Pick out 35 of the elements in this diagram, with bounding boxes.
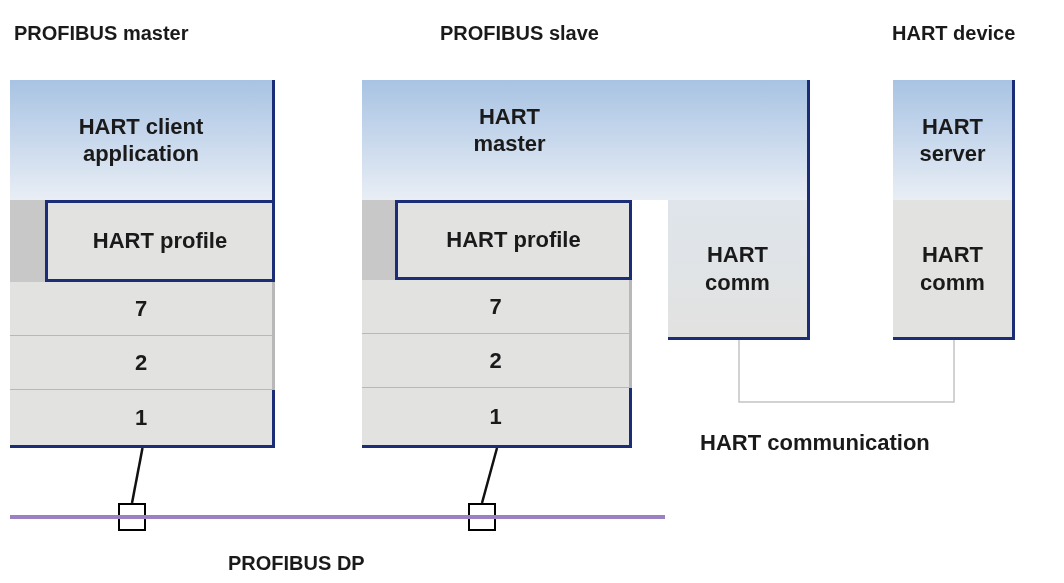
layer-label: HART server xyxy=(918,112,987,168)
heading-label: HART device xyxy=(892,21,1016,46)
layer-label: HART comm xyxy=(919,241,986,296)
layer-band xyxy=(362,388,632,448)
layer-label: 1 xyxy=(134,403,148,432)
layer-band xyxy=(668,200,810,340)
layer-band xyxy=(893,200,1015,340)
layer-band xyxy=(10,80,275,200)
layer-band xyxy=(10,282,275,336)
connector-line xyxy=(738,339,955,403)
layer-label: HART comm xyxy=(704,241,771,296)
layer-label: 1 xyxy=(489,402,502,431)
heading-label: PROFIBUS DP xyxy=(228,551,365,576)
layer-label: HART master xyxy=(472,102,547,158)
layer-label: 2 xyxy=(134,348,148,377)
profile-side-stub xyxy=(362,200,395,280)
layer-label: 7 xyxy=(134,294,148,323)
layer-band xyxy=(10,390,275,448)
heading-label: PROFIBUS master xyxy=(14,21,189,46)
layer-label: 2 xyxy=(489,346,502,375)
layer-label: 7 xyxy=(489,292,502,321)
layer-band xyxy=(362,280,632,334)
layer-band xyxy=(893,80,1015,200)
layer-label: HART profile xyxy=(92,227,228,255)
layer-band xyxy=(362,80,810,200)
connector-line xyxy=(480,447,499,504)
layer-label: HART profile xyxy=(446,226,581,254)
connector-line xyxy=(130,447,144,504)
profile-side-stub xyxy=(10,200,45,282)
heading-label: PROFIBUS slave xyxy=(440,21,599,46)
layer-band xyxy=(362,334,632,388)
profile-box xyxy=(45,200,275,282)
profile-box xyxy=(395,200,632,280)
layer-band xyxy=(10,336,275,390)
layer-label: HART client application xyxy=(77,112,205,168)
